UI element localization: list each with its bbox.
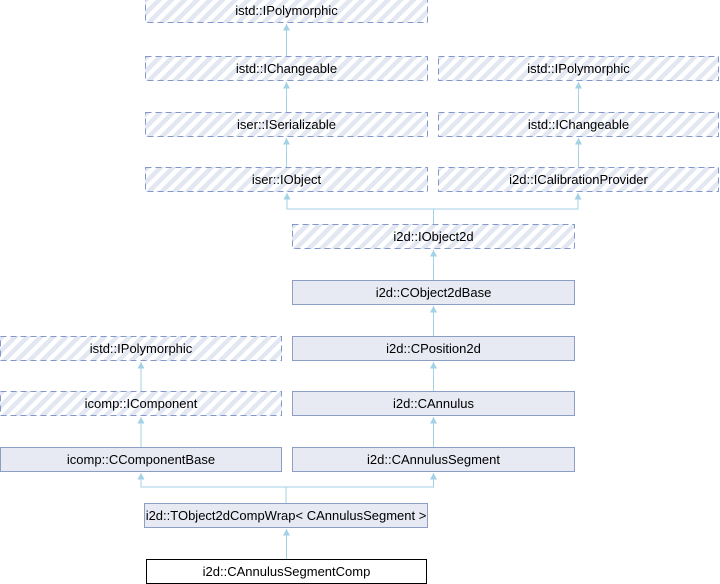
class-node-istd-ipolymorphic-lower[interactable]: istd::IPolymorphic [0, 336, 282, 361]
arrowhead-icon [574, 193, 582, 200]
class-node-i2d-cobject2dbase[interactable]: i2d::CObject2dBase [292, 280, 575, 305]
class-node-i2d-iobject2d[interactable]: i2d::IObject2d [292, 224, 575, 249]
arrowhead-icon [430, 417, 437, 424]
class-node-icomp-icomponent[interactable]: icomp::IComponent [0, 391, 282, 416]
arrowhead-icon [430, 473, 437, 480]
arrowhead-icon [283, 138, 290, 145]
arrowhead-icon [575, 82, 582, 89]
class-node-i2d-cannulussegmentcomp: i2d::CAnnulusSegmentComp [146, 559, 427, 584]
arrowhead-icon [137, 362, 145, 369]
class-node-icomp-ccomponentbase[interactable]: icomp::CComponentBase [0, 447, 282, 472]
class-node-istd-ipolymorphic-top[interactable]: istd::IPolymorphic [145, 0, 428, 23]
class-node-iser-iobject[interactable]: iser::IObject [145, 167, 428, 192]
inheritance-edge-i2d-iobject2d-to-i2d-icalibrationprovider [433, 193, 579, 224]
arrowhead-icon [137, 473, 145, 480]
arrowhead-icon [575, 138, 582, 145]
class-node-istd-ipolymorphic-right[interactable]: istd::IPolymorphic [438, 56, 719, 81]
inheritance-edge-i2d-iobject2d-to-iser-iobject [286, 193, 434, 224]
class-node-i2d-icalibrationprovider[interactable]: i2d::ICalibrationProvider [438, 167, 719, 192]
arrowhead-icon [430, 250, 437, 257]
arrowhead-icon [283, 529, 290, 536]
arrowhead-icon [430, 362, 437, 369]
class-node-istd-ichangeable-left[interactable]: istd::IChangeable [145, 56, 428, 81]
arrowhead-icon [283, 82, 290, 89]
arrowhead-icon [283, 193, 291, 200]
class-node-i2d-cposition2d[interactable]: i2d::CPosition2d [292, 336, 575, 361]
class-node-iser-iserializable[interactable]: iser::ISerializable [145, 112, 428, 137]
class-node-i2d-cannulus[interactable]: i2d::CAnnulus [292, 391, 575, 416]
arrowhead-icon [283, 24, 290, 31]
class-node-istd-ichangeable-right[interactable]: istd::IChangeable [438, 112, 719, 137]
class-node-i2d-cannulussegment[interactable]: i2d::CAnnulusSegment [292, 447, 575, 472]
arrowhead-icon [137, 417, 145, 424]
class-node-i2d-tobject2dcompwrap[interactable]: i2d::TObject2dCompWrap< CAnnulusSegment … [144, 503, 428, 528]
inheritance-edge-i2d-tobject2dcompwrap-to-icomp-ccomponentbase [140, 473, 287, 503]
inheritance-edge-i2d-tobject2dcompwrap-to-i2d-cannulussegment [285, 473, 434, 503]
arrowhead-icon [430, 306, 437, 313]
